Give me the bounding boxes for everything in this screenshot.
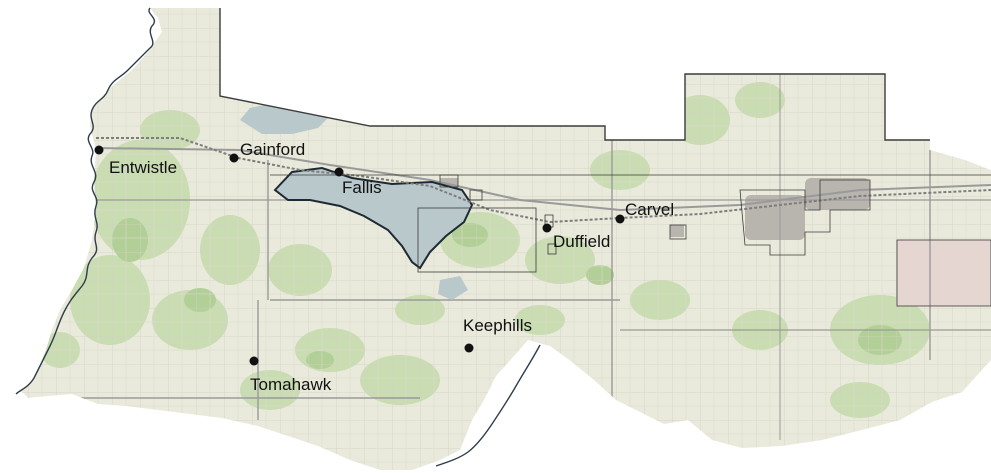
town-duffield[interactable]: Duffield — [542, 223, 611, 252]
keephills-marker — [464, 343, 474, 353]
town-entwistle[interactable]: Entwistle — [94, 145, 178, 178]
town-keephills[interactable]: Keephills — [463, 316, 532, 353]
keephills-label: Keephills — [463, 316, 532, 335]
tomahawk-marker — [249, 356, 259, 366]
wabamun-lake-shore — [273, 166, 474, 270]
fallis-marker — [334, 167, 344, 177]
gainford-marker — [229, 153, 239, 163]
highways — [40, 74, 991, 440]
wabamun-lake — [275, 168, 472, 268]
town-fallis[interactable]: Fallis — [334, 167, 382, 198]
town-gainford[interactable]: Gainford — [229, 140, 306, 163]
reserve-area — [897, 240, 991, 306]
internal-boundaries — [270, 174, 991, 307]
tomahawk-label: Tomahawk — [250, 375, 332, 394]
county-boundary — [219, 8, 930, 141]
carvel-marker — [615, 214, 625, 224]
rivers — [15, 7, 541, 467]
duffield-label: Duffield — [553, 232, 610, 251]
gainford-label: Gainford — [240, 140, 305, 159]
entwistle-marker — [94, 145, 104, 155]
urban-areas — [440, 178, 870, 240]
town-carvel[interactable]: Carvel — [615, 200, 675, 224]
duffield-marker — [542, 223, 552, 233]
carvel-label: Carvel — [625, 200, 674, 219]
entwistle-label: Entwistle — [109, 158, 177, 177]
small-water — [438, 276, 468, 300]
town-tomahawk[interactable]: Tomahawk — [249, 356, 332, 395]
fallis-label: Fallis — [342, 178, 382, 197]
